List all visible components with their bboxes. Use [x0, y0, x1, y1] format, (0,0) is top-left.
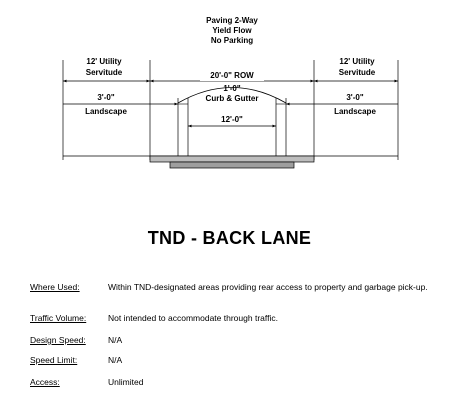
row-label: 20'-0" ROW — [210, 71, 254, 80]
spec-label: Design Speed: — [30, 335, 86, 345]
right-servitude-line-1: 12' Utility — [339, 57, 375, 66]
left-landscape-dimension: 3'-0" — [97, 93, 114, 102]
paving-line-2: Yield Flow — [212, 26, 252, 35]
lane-dimension: 12'-0" — [221, 115, 243, 124]
spec-value: Unlimited — [108, 377, 144, 387]
paving-line-1: Paving 2-Way — [206, 16, 258, 25]
spec-label: Speed Limit: — [30, 355, 78, 365]
spec-value: N/A — [108, 335, 123, 345]
right-landscape-dimension: 3'-0" — [346, 93, 363, 102]
spec-value: Within TND-designated areas providing re… — [108, 282, 428, 292]
pavement-crown-arc — [177, 87, 287, 104]
left-landscape-label: Landscape — [85, 107, 127, 116]
left-servitude-line-1: 12' Utility — [86, 57, 122, 66]
spec-value: Not intended to accommodate through traf… — [108, 313, 278, 323]
cross-section-diagram: Paving 2-Way Yield Flow No Parking 12' U… — [62, 16, 399, 169]
paving-line-3: No Parking — [211, 36, 253, 45]
page-title: TND - BACK LANE — [147, 228, 312, 248]
base-course — [169, 161, 295, 169]
curb-gutter-label: Curb & Gutter — [206, 94, 259, 103]
right-servitude-line-2: Servitude — [339, 68, 376, 77]
spec-label: Traffic Volume: — [30, 313, 87, 323]
curb-dimension: 1'-0" — [223, 84, 240, 93]
left-servitude-line-2: Servitude — [86, 68, 123, 77]
spec-value: N/A — [108, 355, 123, 365]
pavement-slab — [149, 155, 315, 163]
spec-label: Where Used: — [30, 282, 80, 292]
right-landscape-label: Landscape — [334, 107, 376, 116]
spec-label: Access: — [30, 377, 60, 387]
